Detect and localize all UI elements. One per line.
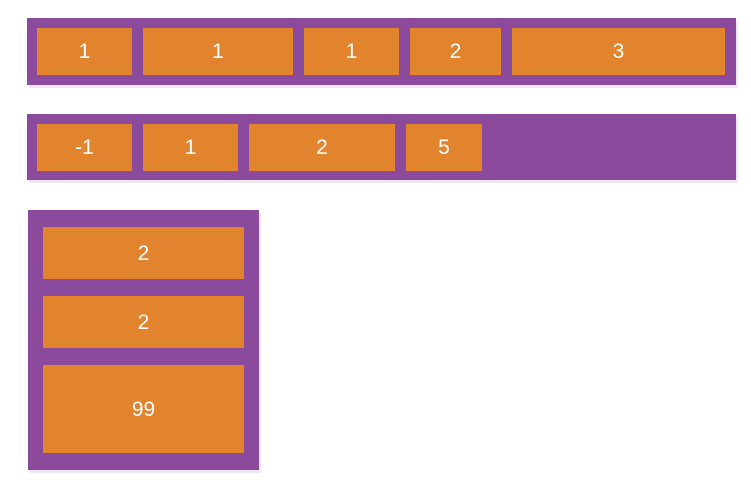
flex-container-row-2: -1 1 2 5 [27,114,736,180]
row1-item-4: 2 [410,28,501,75]
row1-item-5: 3 [512,28,725,75]
row2-item-1: -1 [37,124,132,171]
column1-item-3: 99 [43,365,244,453]
row1-item-2: 1 [143,28,293,75]
row2-item-3: 2 [249,124,395,171]
row2-item-2: 1 [143,124,238,171]
column1-item-1: 2 [43,227,244,279]
column1-item-2: 2 [43,296,244,348]
flex-container-column-1: 2 2 99 [28,210,259,470]
row1-item-3: 1 [304,28,399,75]
flex-container-row-1: 1 1 1 2 3 [27,18,736,85]
row1-item-1: 1 [37,28,132,75]
row2-item-4: 5 [406,124,482,171]
